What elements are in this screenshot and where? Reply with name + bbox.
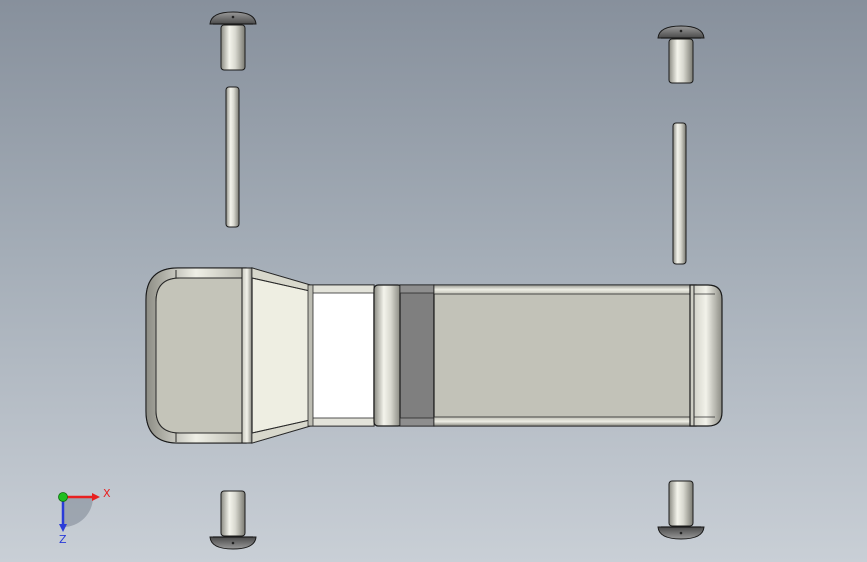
- axis-z-label: Z: [59, 533, 67, 546]
- pin-right[interactable]: [672, 122, 687, 265]
- rivet-top-right[interactable]: [657, 25, 705, 84]
- rivet-bottom-left[interactable]: [209, 490, 257, 550]
- axis-x-label: X: [103, 487, 111, 500]
- pin-left[interactable]: [225, 86, 240, 228]
- axis-x-arrow: [92, 493, 100, 501]
- axis-z-arrow: [59, 524, 67, 532]
- rivet-top-left[interactable]: [209, 11, 257, 71]
- rivet-bottom-right[interactable]: [657, 480, 705, 540]
- orientation-triad: X Z: [58, 487, 111, 546]
- axis-y-dot: [58, 492, 68, 502]
- hinge-leaf[interactable]: [145, 267, 723, 444]
